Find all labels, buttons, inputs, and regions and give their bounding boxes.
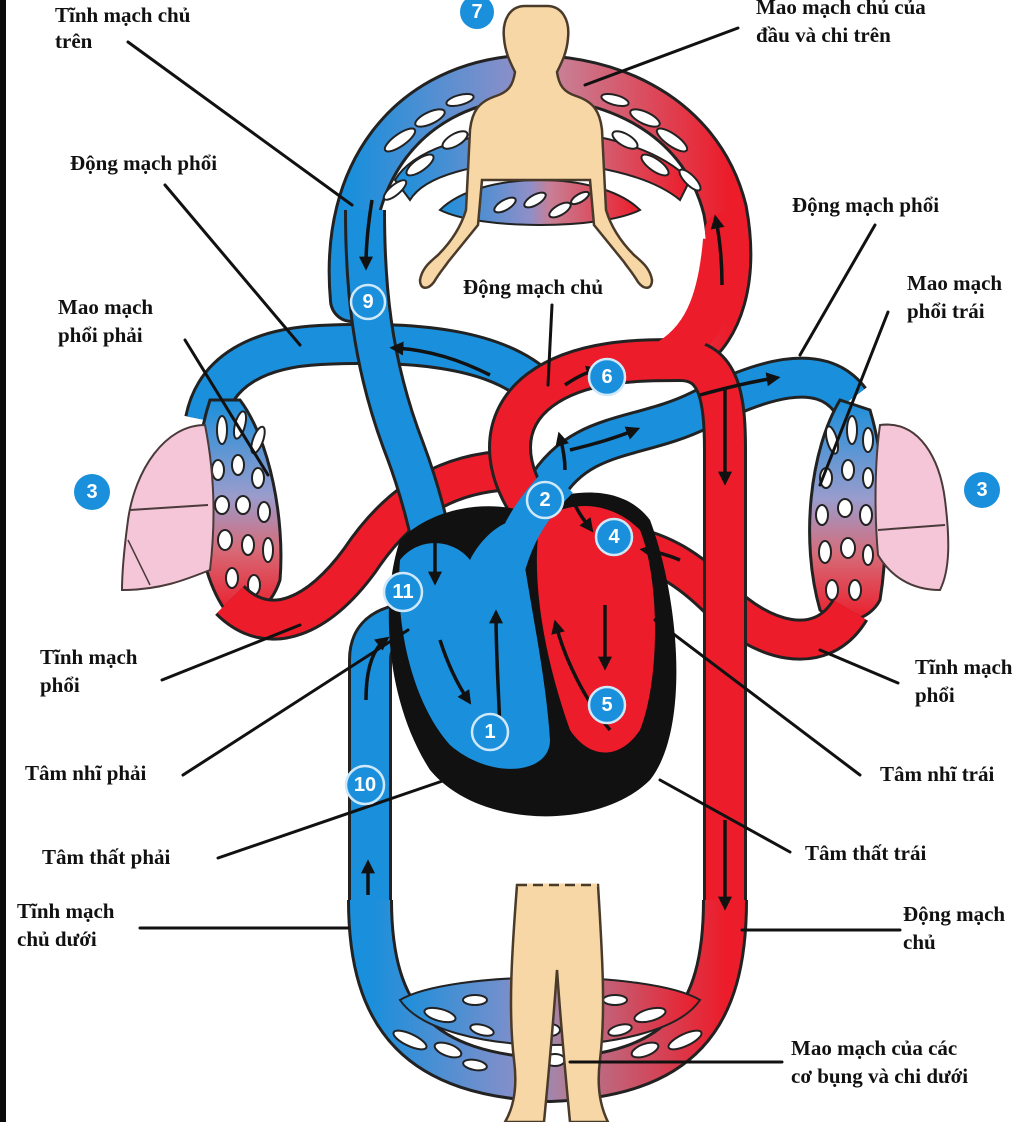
svg-text:6: 6 <box>601 366 612 388</box>
label-right-atrium: Tâm nhĩ phải <box>25 761 147 785</box>
svg-text:Mao mạch của các: Mao mạch của các <box>791 1036 957 1060</box>
upper-body-figure <box>418 4 654 289</box>
label-left-ventricle: Tâm thất trái <box>805 841 926 865</box>
lower-capillary-network <box>347 899 748 1104</box>
svg-text:2: 2 <box>539 489 550 511</box>
svg-text:Động mạch chủ: Động mạch chủ <box>463 275 603 299</box>
label-right-lung-capillaries: Mao mạch phổi phải <box>58 295 153 347</box>
svg-text:Tĩnh mạch: Tĩnh mạch <box>915 655 1013 679</box>
label-aorta-bottom: Động mạch chủ <box>903 902 1005 954</box>
svg-text:Động mạch phổi: Động mạch phổi <box>792 193 939 217</box>
flow-arrow <box>389 341 491 377</box>
svg-text:10: 10 <box>354 774 376 796</box>
marker-4: 4 <box>594 517 634 557</box>
flow-arrow <box>699 372 781 397</box>
svg-text:cơ bụng và chi dưới: cơ bụng và chi dưới <box>791 1064 968 1088</box>
marker-2: 2 <box>525 480 565 520</box>
marker-10: 10 <box>344 764 386 806</box>
svg-text:chủ: chủ <box>903 930 936 954</box>
label-head-capillaries: Mao mạch chủ của đầu và chi trên <box>756 0 926 47</box>
svg-text:chủ dưới: chủ dưới <box>17 927 97 951</box>
svg-text:đầu và chi trên: đầu và chi trên <box>756 23 891 47</box>
svg-text:trên: trên <box>55 29 93 53</box>
marker-1: 1 <box>470 712 510 752</box>
leader-lines <box>126 26 902 1064</box>
marker-11: 11 <box>382 571 424 613</box>
label-right-ventricle: Tâm thất phải <box>42 845 171 869</box>
leader-left-lung-capillaries <box>818 310 890 487</box>
flow-arrow <box>710 214 725 286</box>
label-superior-vena-cava: Tĩnh mạch chủ trên <box>55 3 191 53</box>
svg-text:Tĩnh mạch: Tĩnh mạch <box>17 899 115 923</box>
leader-aorta-top <box>546 303 554 387</box>
flow-arrow <box>438 639 472 705</box>
svg-text:Tâm thất phải: Tâm thất phải <box>42 845 171 869</box>
svg-text:Mao mạch: Mao mạch <box>907 271 1002 295</box>
flow-arrow <box>555 431 569 471</box>
flow-arrow <box>364 636 390 701</box>
pulmonary-circuit <box>120 322 950 661</box>
svg-text:9: 9 <box>362 291 373 313</box>
label-pulmonary-artery-right: Động mạch phổi <box>792 193 939 217</box>
leader-pulmonary-artery-left <box>163 183 302 347</box>
svg-text:phổi: phổi <box>40 673 80 697</box>
heart <box>388 467 677 817</box>
flow-arrow <box>639 544 681 562</box>
svg-text:Mao mạch: Mao mạch <box>58 295 153 319</box>
label-pulmonary-artery-left: Động mạch phổi <box>70 151 217 175</box>
svg-text:phổi trái: phổi trái <box>907 299 985 323</box>
svg-text:Mao mạch chủ của: Mao mạch chủ của <box>756 0 926 19</box>
label-aorta-top: Động mạch chủ <box>463 275 603 299</box>
flow-arrow <box>569 426 641 452</box>
svg-text:phổi: phổi <box>915 683 955 707</box>
marker-3-left: 3 <box>74 474 110 510</box>
leader-left-atrium <box>653 618 862 777</box>
svg-text:phổi phải: phổi phải <box>58 323 143 347</box>
svg-text:11: 11 <box>392 581 413 603</box>
svg-text:3: 3 <box>86 481 97 503</box>
leader-head-capillaries <box>583 26 740 87</box>
svg-text:Tâm thất trái: Tâm thất trái <box>805 841 926 865</box>
label-pulmonary-vein-left: Tĩnh mạch phổi <box>40 645 138 697</box>
marker-3-right: 3 <box>964 472 1000 508</box>
svg-text:7: 7 <box>471 1 482 23</box>
marker-9: 9 <box>349 283 387 321</box>
marker-5: 5 <box>587 685 627 725</box>
svg-text:Tâm nhĩ phải: Tâm nhĩ phải <box>25 761 147 785</box>
flow-arrow <box>573 504 594 533</box>
leader-right-atrium <box>181 628 410 777</box>
leader-right-lung-capillaries <box>183 338 270 477</box>
flow-arrow <box>489 609 504 731</box>
leader-left-ventricle <box>658 778 792 854</box>
leader-superior-vena-cava <box>126 40 354 207</box>
svg-text:5: 5 <box>601 694 612 716</box>
svg-text:1: 1 <box>484 721 495 743</box>
flow-arrows <box>359 199 781 911</box>
label-left-atrium: Tâm nhĩ trái <box>880 762 995 786</box>
svg-text:3: 3 <box>976 479 987 501</box>
svg-text:Động mạch phổi: Động mạch phổi <box>70 151 217 175</box>
svg-text:Tĩnh mạch chủ: Tĩnh mạch chủ <box>55 3 191 27</box>
flow-arrow <box>359 199 374 271</box>
left-edge-strip <box>0 0 6 1122</box>
marker-7: 7 <box>460 0 494 29</box>
svg-text:4: 4 <box>608 526 620 548</box>
leader-pulmonary-vein-left <box>160 623 302 682</box>
svg-text:Động mạch: Động mạch <box>903 902 1005 926</box>
leader-right-ventricle <box>216 773 462 860</box>
label-lower-capillaries: Mao mạch của các cơ bụng và chi dưới <box>791 1036 968 1088</box>
label-inferior-vena-cava: Tĩnh mạch chủ dưới <box>17 899 115 951</box>
label-left-lung-capillaries: Mao mạch phổi trái <box>907 271 1002 323</box>
number-markers: 7 9 6 3 3 2 4 11 5 1 10 <box>74 0 1000 806</box>
labels: Tĩnh mạch chủ trên Mao mạch chủ của đầu … <box>17 0 1013 1088</box>
svg-text:Tâm nhĩ trái: Tâm nhĩ trái <box>880 762 995 786</box>
leader-pulmonary-vein-right <box>818 648 900 685</box>
marker-6: 6 <box>587 357 627 397</box>
leader-pulmonary-artery-right <box>798 223 877 357</box>
svg-text:Tĩnh mạch: Tĩnh mạch <box>40 645 138 669</box>
label-pulmonary-vein-right: Tĩnh mạch phổi <box>915 655 1013 707</box>
